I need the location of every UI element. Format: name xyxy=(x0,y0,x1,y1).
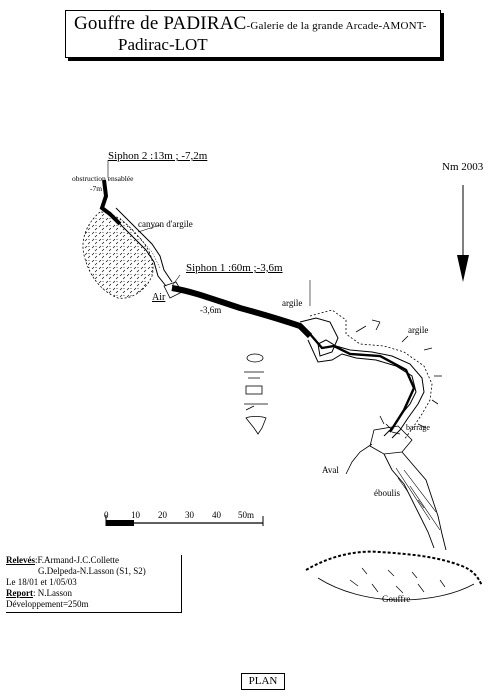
scale-tick-30: 30 xyxy=(185,510,194,520)
scale-tick-20: 20 xyxy=(158,510,167,520)
gallery-outer-wall xyxy=(309,309,433,441)
depth-36-label: -3,6m xyxy=(200,305,222,315)
canyon-wall-b xyxy=(115,207,173,283)
scale-tick-10: 10 xyxy=(131,510,140,520)
gallery-name: -Galerie de la grande Arcade-AMONT- xyxy=(246,20,427,32)
gallery-wall-a xyxy=(299,317,425,439)
aval-label: Aval xyxy=(322,465,339,475)
cave-name: Gouffre de PADIRAC xyxy=(74,13,247,34)
credits-report-line: Report: N.Lasson xyxy=(6,588,181,599)
releves-label: Relevés xyxy=(6,555,35,565)
development-length: Développement=250m xyxy=(6,599,89,609)
title-box: Gouffre de PADIRAC-Galerie de la grande … xyxy=(65,10,441,58)
north-arrow xyxy=(457,185,469,282)
siphon1-label: Siphon 1 :60m ;-3,6m xyxy=(186,262,283,274)
scale-bar xyxy=(105,515,264,526)
cross-section-symbols xyxy=(244,353,268,435)
siphon2-passage xyxy=(99,179,122,226)
report-label: Report xyxy=(6,588,33,598)
argile-label-1: argile xyxy=(282,298,303,308)
obstruction-label: obstruction ensablée xyxy=(72,174,134,183)
releves-names-2: G.Delpeda-N.Lasson (S1, S2) xyxy=(38,566,146,576)
title-line: Gouffre de PADIRAC-Galerie de la grande … xyxy=(74,13,427,35)
survey-dates: Le 18/01 et 1/05/03 xyxy=(6,577,77,587)
canyon-fill xyxy=(119,217,161,269)
lower-wall-b xyxy=(401,451,447,551)
canyon-wall-a xyxy=(109,211,167,287)
releves-names-1: :F.Armand-J.C.Collette xyxy=(35,555,120,565)
location-name: Padirac-LOT xyxy=(118,35,208,54)
plan-label: PLAN xyxy=(241,673,285,690)
scale-tick-40: 40 xyxy=(212,510,221,520)
barrage-label: barrage xyxy=(406,423,430,432)
credits-releves-line: Relevés:F.Armand-J.C.Collette xyxy=(6,555,181,566)
gouffre-rim xyxy=(305,550,483,587)
gallery-stream xyxy=(309,333,416,433)
scale-tick-0: 0 xyxy=(104,510,109,520)
credits-box: Relevés:F.Armand-J.C.Collette G.Delpeda-… xyxy=(6,555,182,613)
downstream-lead xyxy=(345,443,373,475)
gouffre-floor xyxy=(317,577,475,601)
depth-7-label: -7m xyxy=(90,184,103,193)
gouffre-label: Gouffre xyxy=(382,594,411,604)
gouffre-fill xyxy=(349,567,446,594)
siphon1-passage xyxy=(171,285,313,339)
canyon-label: canyon d'argile xyxy=(138,219,193,229)
boulder-fill xyxy=(395,467,441,531)
report-value: : N.Lasson xyxy=(33,588,72,598)
north-label: Nm 2003 xyxy=(442,161,484,173)
lower-wall-a xyxy=(383,453,435,549)
scale-tick-50: 50m xyxy=(238,510,255,520)
air-label: Air xyxy=(152,292,166,303)
argile-label-2: argile xyxy=(408,325,429,335)
eboulis-label: éboulis xyxy=(374,488,400,498)
siphon2-label: Siphon 2 :13m ; -7,2m xyxy=(108,150,208,162)
wall-hatching xyxy=(355,319,442,435)
